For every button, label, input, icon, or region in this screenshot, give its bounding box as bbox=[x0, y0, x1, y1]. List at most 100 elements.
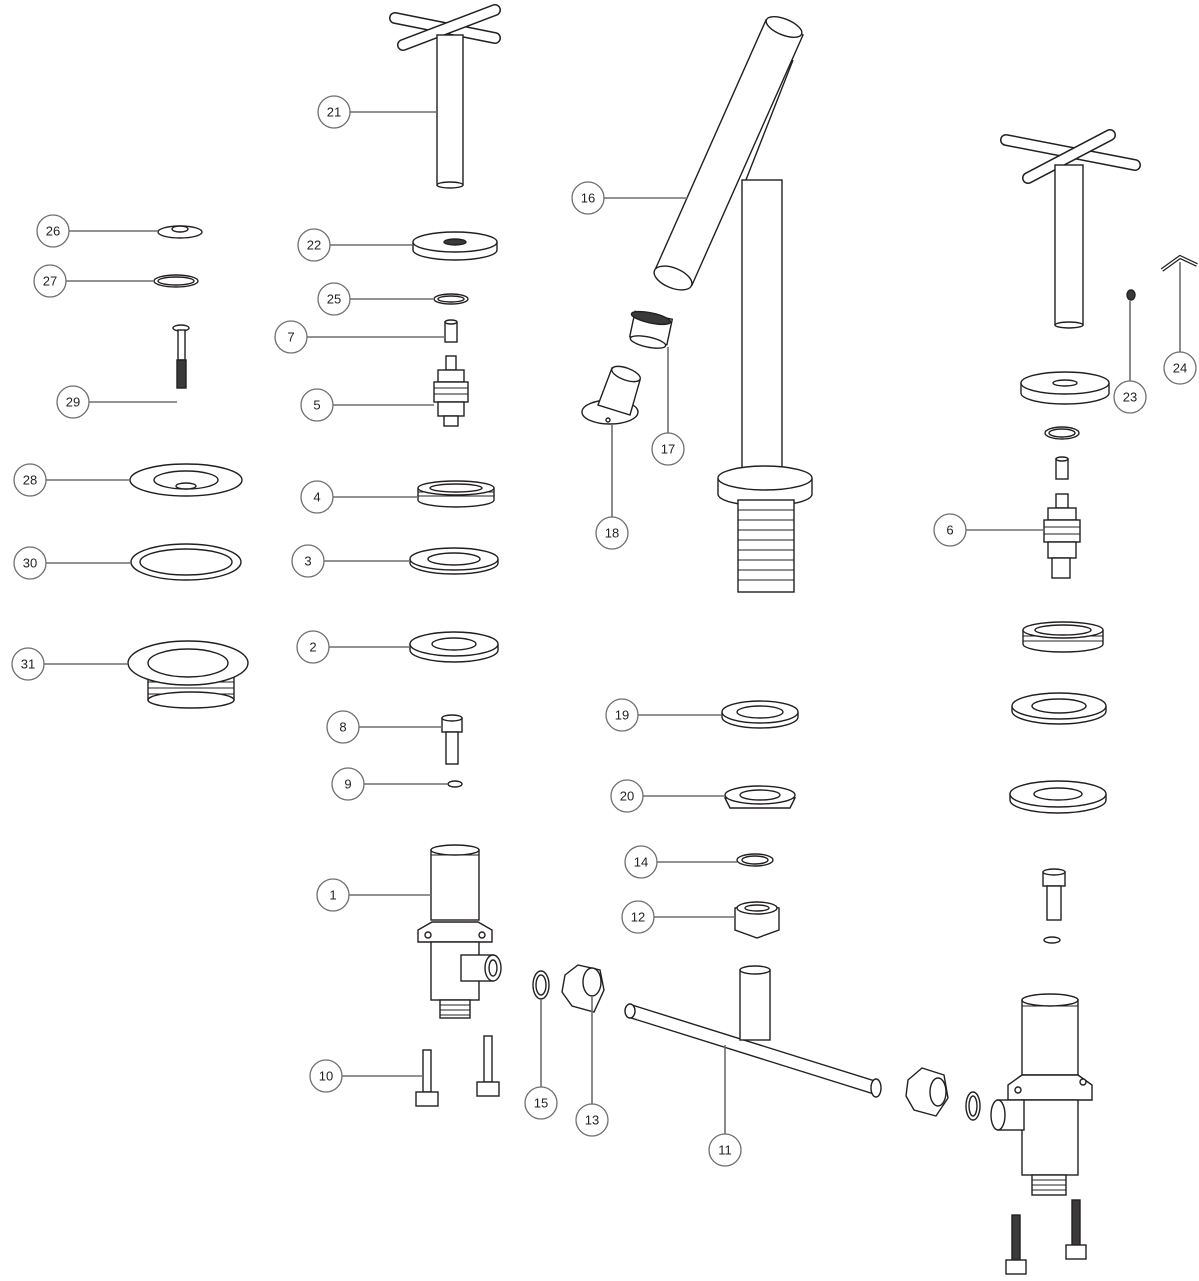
washer-left bbox=[409, 547, 499, 575]
svg-text:28: 28 bbox=[23, 473, 37, 488]
svg-text:2: 2 bbox=[309, 640, 316, 655]
spout-locknut bbox=[723, 785, 797, 809]
callout-9: 9 bbox=[331, 767, 448, 801]
callout-6: 6 bbox=[933, 513, 1044, 547]
callout-26: 26 bbox=[36, 214, 158, 248]
svg-text:31: 31 bbox=[21, 657, 35, 672]
callout-18: 18 bbox=[595, 424, 629, 550]
callout-31: 31 bbox=[11, 647, 128, 681]
svg-text:1: 1 bbox=[329, 888, 336, 903]
valve-body-right bbox=[990, 993, 1093, 1196]
base-washer-right bbox=[1009, 780, 1107, 814]
svg-text:24: 24 bbox=[1173, 361, 1187, 376]
svg-text:20: 20 bbox=[620, 789, 634, 804]
svg-text:29: 29 bbox=[66, 395, 80, 410]
callout-5: 5 bbox=[300, 388, 434, 422]
small-o-ring-left bbox=[447, 780, 463, 788]
callout-27: 27 bbox=[33, 264, 154, 298]
svg-text:10: 10 bbox=[319, 1069, 333, 1084]
svg-text:23: 23 bbox=[1123, 390, 1137, 405]
mounting-screws-left bbox=[415, 1035, 500, 1107]
svg-text:16: 16 bbox=[581, 191, 595, 206]
valve-cartridge-left bbox=[433, 355, 469, 427]
spindle-adapter-right bbox=[1055, 456, 1069, 480]
hex-nut-right-connector bbox=[905, 1067, 949, 1117]
callout-15: 15 bbox=[524, 999, 558, 1120]
callout-8: 8 bbox=[326, 710, 442, 744]
svg-text:26: 26 bbox=[46, 224, 60, 239]
aerator bbox=[628, 310, 674, 349]
callout-17: 17 bbox=[651, 347, 685, 466]
callout-2: 2 bbox=[296, 630, 410, 664]
svg-text:21: 21 bbox=[327, 105, 341, 120]
callout-30: 30 bbox=[13, 546, 131, 580]
spout-hex-nut bbox=[734, 901, 780, 939]
o-ring-handle-right bbox=[1044, 426, 1080, 440]
mounting-screws-right bbox=[1005, 1199, 1087, 1275]
svg-text:25: 25 bbox=[327, 292, 341, 307]
set-screw bbox=[1126, 289, 1136, 301]
callout-7: 7 bbox=[274, 320, 445, 354]
svg-text:12: 12 bbox=[631, 910, 645, 925]
callout-labels: 21 22 25 7 5 4 3 2 8 9 1 10 15 13 11 16 … bbox=[11, 95, 1197, 1167]
callout-25: 25 bbox=[317, 282, 433, 316]
t-connector-pipe bbox=[624, 965, 882, 1098]
svg-text:4: 4 bbox=[313, 490, 320, 505]
callout-3: 3 bbox=[291, 544, 410, 578]
callout-24: 24 bbox=[1163, 262, 1197, 385]
inlet-adapter-right bbox=[1042, 868, 1066, 921]
svg-text:13: 13 bbox=[585, 1113, 599, 1128]
locknut-left bbox=[417, 480, 495, 508]
svg-text:6: 6 bbox=[946, 523, 953, 538]
valve-cartridge-right bbox=[1043, 493, 1081, 579]
svg-text:11: 11 bbox=[718, 1143, 732, 1158]
valve-body-left bbox=[417, 844, 502, 1019]
spindle-adapter-left bbox=[444, 319, 458, 343]
svg-text:3: 3 bbox=[304, 554, 311, 569]
handle-flange-left bbox=[412, 231, 498, 261]
svg-text:30: 30 bbox=[23, 556, 37, 571]
svg-text:17: 17 bbox=[661, 442, 675, 457]
drain-o-ring bbox=[153, 274, 199, 288]
o-ring-handle-left bbox=[433, 293, 469, 305]
callout-4: 4 bbox=[300, 480, 418, 514]
cross-handle-right bbox=[1000, 129, 1141, 329]
spout-washer bbox=[721, 700, 799, 729]
callout-28: 28 bbox=[13, 463, 130, 497]
callout-23: 23 bbox=[1113, 301, 1147, 414]
callout-29: 29 bbox=[56, 385, 177, 419]
drain-bolt bbox=[172, 324, 190, 389]
handle-flange-right bbox=[1020, 371, 1110, 405]
callout-20: 20 bbox=[610, 779, 725, 813]
small-o-ring-right bbox=[1043, 936, 1061, 944]
inlet-adapter-left bbox=[441, 714, 463, 765]
base-washer-left bbox=[409, 631, 499, 663]
svg-text:19: 19 bbox=[615, 708, 629, 723]
washer-right bbox=[1011, 692, 1107, 725]
callout-10: 10 bbox=[309, 1059, 423, 1093]
svg-text:8: 8 bbox=[339, 720, 346, 735]
callout-16: 16 bbox=[571, 181, 688, 215]
svg-text:9: 9 bbox=[344, 777, 351, 792]
svg-text:18: 18 bbox=[605, 526, 619, 541]
svg-text:15: 15 bbox=[534, 1096, 548, 1111]
spout bbox=[653, 16, 813, 593]
spout-o-ring bbox=[736, 853, 774, 867]
drain-gasket bbox=[130, 543, 242, 581]
callout-22: 22 bbox=[297, 228, 412, 262]
callout-11: 11 bbox=[708, 1045, 742, 1167]
cross-handle-left bbox=[389, 4, 501, 189]
callout-21: 21 bbox=[317, 95, 436, 129]
callout-12: 12 bbox=[621, 900, 735, 934]
hex-key bbox=[1160, 254, 1198, 272]
callout-1: 1 bbox=[316, 878, 431, 912]
hex-nut-connector bbox=[561, 964, 605, 1013]
callout-13: 13 bbox=[575, 996, 609, 1137]
o-ring-right-connector bbox=[965, 1091, 981, 1121]
locknut-right bbox=[1022, 621, 1104, 653]
drain-cap bbox=[157, 225, 203, 239]
drain-flange bbox=[129, 463, 243, 497]
svg-text:14: 14 bbox=[634, 855, 648, 870]
o-ring-connector bbox=[532, 970, 550, 1000]
